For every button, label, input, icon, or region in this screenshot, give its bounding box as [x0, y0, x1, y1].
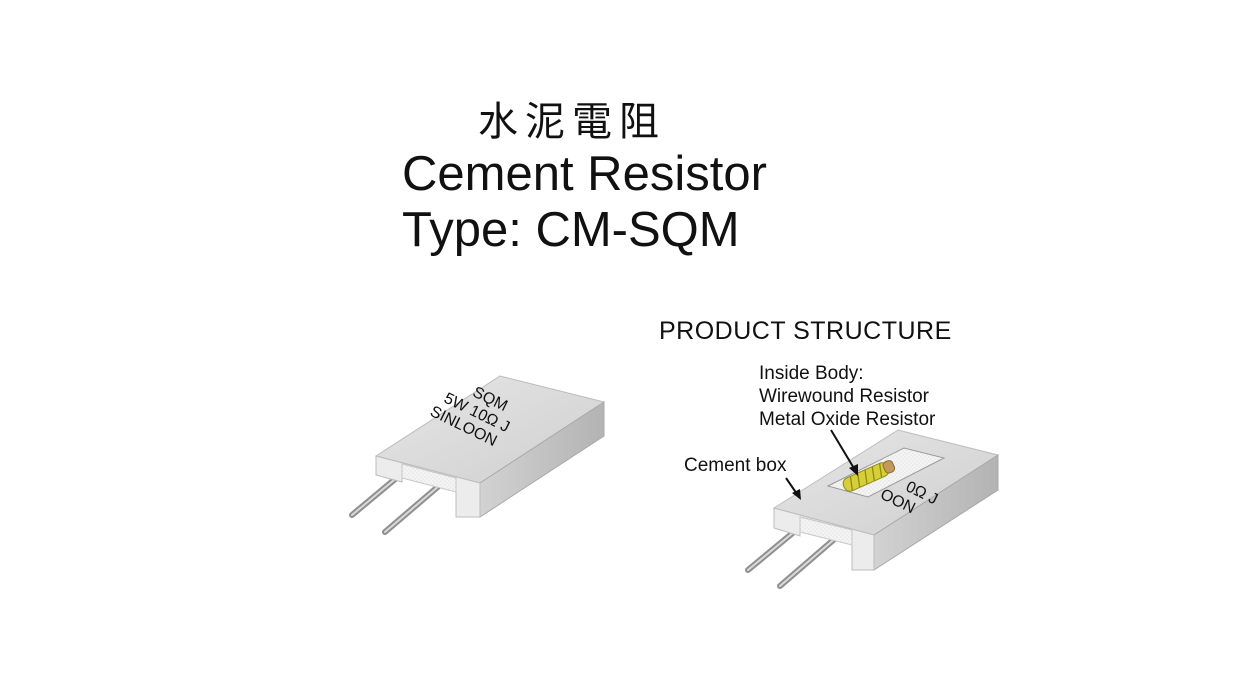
- resistor-opening: [401, 463, 457, 493]
- cutaway-opening: [799, 516, 853, 546]
- resistor-marking: SQM 5W 10Ω J SINLOON: [427, 384, 512, 450]
- english-title: Cement Resistor: [402, 147, 767, 201]
- type-label: Type: CM-SQM: [402, 203, 740, 257]
- lead-right-2: [777, 533, 841, 589]
- inside-body-label: Inside Body: Wirewound Resistor Metal Ox…: [759, 362, 935, 431]
- cement-box-label: Cement box: [684, 455, 787, 476]
- cement-box-arrow: [785, 477, 801, 500]
- product-structure-heading: PRODUCT STRUCTURE: [659, 317, 952, 345]
- resistor-complete: SQM 5W 10Ω J SINLOON: [349, 375, 606, 535]
- inside-body-arrow: [830, 429, 858, 476]
- resistor-core: [842, 460, 896, 492]
- inside-body-line-2: Wirewound Resistor: [759, 386, 929, 407]
- inside-body-line-1: Inside Body:: [759, 363, 864, 384]
- lead-left-2: [382, 482, 443, 535]
- chinese-title: 水泥電阻: [478, 99, 666, 145]
- inside-body-line-3: Metal Oxide Resistor: [759, 409, 936, 430]
- resistor-cutaway: 0Ω J OON: [745, 429, 1000, 589]
